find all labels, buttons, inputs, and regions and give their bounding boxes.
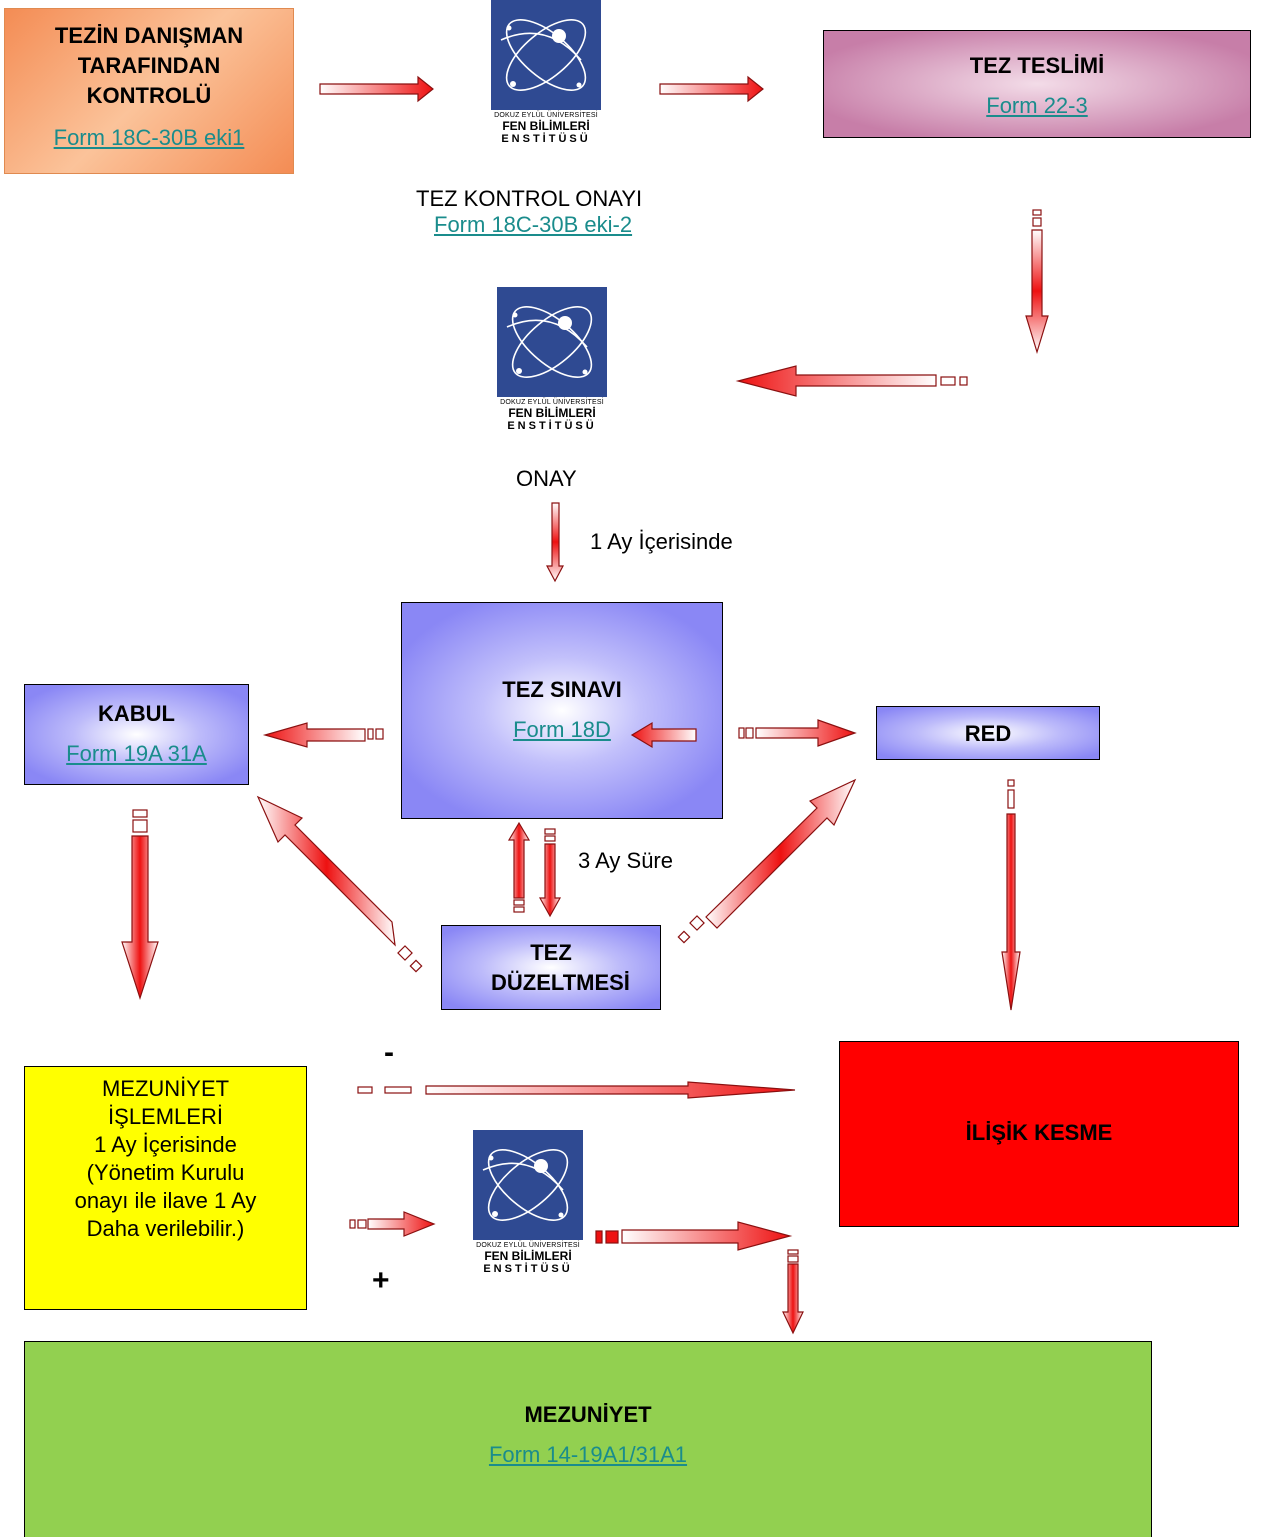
- arrow-to-ilisik-kesme: [357, 1081, 796, 1099]
- mezuniyet-islemleri-line-5: onayı ile ilave 1 Ay: [74, 1188, 257, 1213]
- arrow-onay-to-teslim: [659, 75, 764, 103]
- arrow-to-onay-logo-3: [349, 1211, 436, 1237]
- fen-bilimleri-logo-3: DOKUZ EYLÜL ÜNİVERSİTESİ FEN BİLİMLERİ E…: [473, 1130, 583, 1276]
- logo-line-1: DOKUZ EYLÜL ÜNİVERSİTESİ: [494, 112, 598, 119]
- arrow-logo3-to-mezuniyet: [595, 1221, 793, 1251]
- mezuniyet-islemleri-line-6: Daha verilebilir.): [86, 1216, 245, 1241]
- form-18c-30b-eki1-link[interactable]: Form 18C-30B eki1: [53, 125, 245, 150]
- ilisik-kesme-title: İLİŞİK KESME: [965, 1120, 1113, 1145]
- mezuniyet-islemleri-box: MEZUNİYET İŞLEMLERİ 1 Ay İçerisinde (Yön…: [24, 1066, 307, 1310]
- arrow-onay-down: [546, 502, 564, 583]
- form-14-19a1-31a1-link[interactable]: Form 14-19A1/31A1: [488, 1442, 688, 1467]
- fen-bilimleri-logo-2: DOKUZ EYLÜL ÜNİVERSİTESİ FEN BİLİMLERİ E…: [497, 287, 607, 433]
- logo-line-3: ENSTİTÜSÜ: [483, 1263, 573, 1275]
- arrow-duzeltme-to-sinav: [507, 821, 531, 913]
- tez-duzeltmesi-box: TEZ DÜZELTMESİ: [441, 925, 661, 1010]
- arrow-sinav-to-kabul: [262, 721, 697, 749]
- minus-sign: -: [384, 1036, 394, 1069]
- kabul-title: KABUL: [98, 701, 175, 726]
- kabul-box: KABUL Form 19A 31A: [24, 684, 249, 785]
- arrow-duzeltme-to-red: [677, 778, 857, 944]
- tez-teslimi-box: TEZ TESLİMİ Form 22-3: [823, 30, 1251, 138]
- mezuniyet-islemleri-line-1: MEZUNİYET: [101, 1076, 230, 1101]
- tez-sinavi-box: TEZ SINAVI Form 18D: [401, 602, 723, 819]
- ilisik-kesme-box: İLİŞİK KESME: [839, 1041, 1239, 1227]
- arrow-kabul-down: [121, 809, 159, 1000]
- bir-ay-label: 1 Ay İçerisinde: [590, 529, 733, 554]
- mezuniyet-title: MEZUNİYET: [524, 1402, 652, 1427]
- red-title: RED: [964, 721, 1012, 746]
- tez-teslimi-title: TEZ TESLİMİ: [969, 53, 1105, 78]
- danisman-kontrol-box: TEZİN DANIŞMAN TARAFINDAN KONTROLÜ Form …: [4, 8, 294, 174]
- form-22-3-link[interactable]: Form 22-3: [986, 93, 1088, 118]
- logo-line-1: DOKUZ EYLÜL ÜNİVERSİTESİ: [500, 399, 604, 406]
- tez-kontrol-onayi-label: TEZ KONTROL ONAYI: [416, 186, 643, 211]
- logo-line-3: ENSTİTÜSÜ: [507, 420, 597, 432]
- arrow-sinav-to-red: [738, 719, 857, 747]
- tez-duzeltmesi-title: TEZ DÜZELTMESİ: [491, 940, 630, 995]
- uc-ay-sure-label: 3 Ay Süre: [578, 848, 673, 873]
- mezuniyet-islemleri-line-2: İŞLEMLERİ: [108, 1104, 223, 1129]
- mezuniyet-islemleri-line-3: 1 Ay İçerisinde: [94, 1132, 237, 1157]
- red-box: RED: [876, 706, 1100, 760]
- logo-line-3: ENSTİTÜSÜ: [501, 133, 591, 145]
- arrow-red-down: [1001, 779, 1021, 1011]
- arrow-to-onay-logo: [735, 365, 968, 397]
- arrow-teslim-down: [1025, 209, 1049, 355]
- arrow-duzeltme-to-kabul: [256, 795, 423, 973]
- arrow-mezuniyet-down: [782, 1249, 804, 1335]
- plus-sign: +: [372, 1264, 390, 1297]
- form-18d-link[interactable]: Form 18D: [513, 717, 611, 742]
- logo-line-2: FEN BİLİMLERİ: [502, 119, 590, 133]
- arrow-danisman-to-onay: [319, 75, 434, 103]
- form-19a-31a-link[interactable]: Form 19A 31A: [66, 741, 207, 766]
- mezuniyet-islemleri-line-4: (Yönetim Kurulu: [86, 1160, 245, 1185]
- logo-line-2: FEN BİLİMLERİ: [508, 406, 596, 420]
- institute-emblem-icon: [491, 0, 601, 110]
- logo-line-1: DOKUZ EYLÜL ÜNİVERSİTESİ: [476, 1242, 580, 1249]
- fen-bilimleri-logo-1: DOKUZ EYLÜL ÜNİVERSİTESİ FEN BİLİMLERİ E…: [491, 0, 601, 146]
- danisman-kontrol-title: TEZİN DANIŞMAN TARAFINDAN KONTROLÜ: [54, 23, 244, 108]
- onay-label: ONAY: [516, 466, 577, 491]
- arrow-sinav-to-duzeltme: [538, 828, 562, 918]
- logo-line-2: FEN BİLİMLERİ: [484, 1249, 572, 1263]
- institute-emblem-icon: [473, 1130, 583, 1240]
- mezuniyet-box: MEZUNİYET Form 14-19A1/31A1: [24, 1341, 1152, 1537]
- tez-sinavi-title: TEZ SINAVI: [502, 677, 622, 702]
- institute-emblem-icon: [497, 287, 607, 397]
- form-18c-30b-eki2-link[interactable]: Form 18C-30B eki-2: [434, 212, 633, 237]
